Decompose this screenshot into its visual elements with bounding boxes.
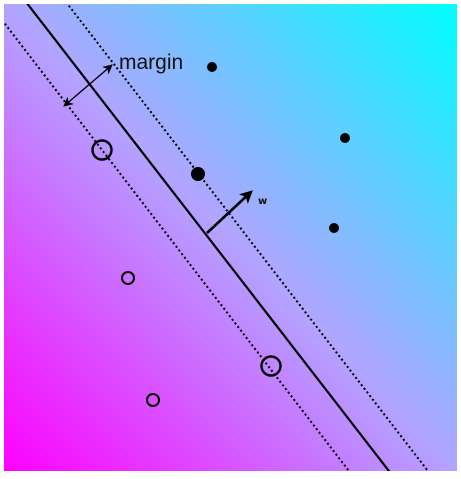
margin-label: margin [119, 51, 183, 74]
gradient-background [4, 4, 457, 471]
positive-point [329, 223, 339, 233]
negative-point [146, 393, 160, 407]
positive-point [207, 62, 217, 72]
negative-point [121, 271, 135, 285]
negative-support-vector [260, 355, 282, 377]
positive-point [340, 133, 350, 143]
normal-vector-label: w [258, 196, 267, 207]
positive-support-vector [191, 167, 205, 181]
positive-class-points [191, 62, 350, 233]
margin-boundary-upper [66, 4, 430, 471]
margin-arrow [63, 64, 113, 107]
negative-class-points [91, 139, 282, 407]
margin-boundary-lower [4, 20, 351, 471]
negative-support-vector [91, 139, 113, 161]
normal-vector-arrow [206, 190, 253, 234]
